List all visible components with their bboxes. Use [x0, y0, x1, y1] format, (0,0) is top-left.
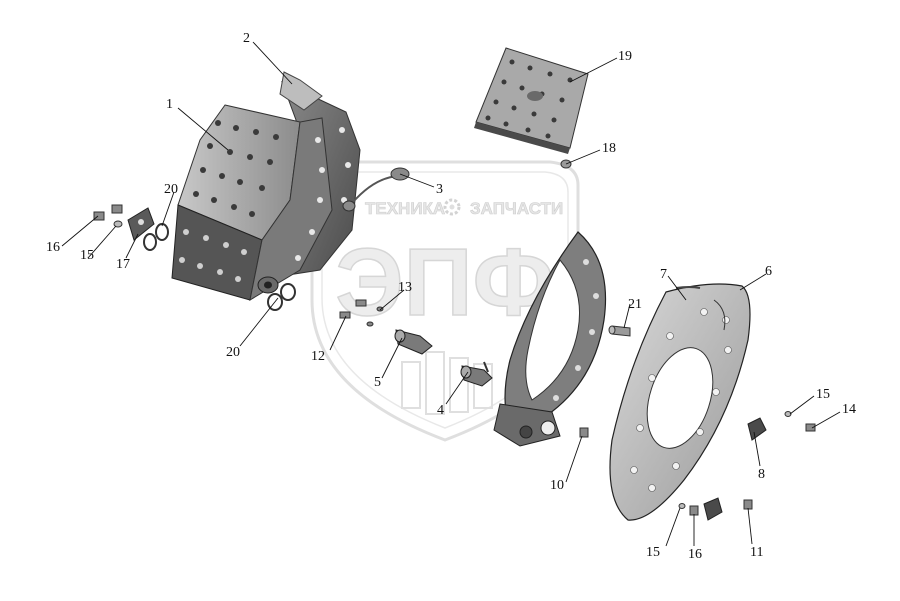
- part-7-gasket: [675, 286, 701, 289]
- callout-3: 3: [436, 182, 443, 197]
- watermark-logo: ТЕХНИКА ЗАПЧАСТИ ЭПФ: [310, 160, 580, 442]
- part-1-brake-shoe-assembly: [171, 71, 361, 302]
- callout-14: 14: [842, 402, 856, 417]
- callout-8: 8: [758, 467, 765, 482]
- callout-12: 12: [311, 349, 325, 364]
- callout-18: 18: [602, 141, 616, 156]
- part-15-washer-left: [113, 220, 123, 228]
- part-20-o-rings-lower: [267, 283, 296, 311]
- callout-11: 11: [750, 545, 763, 560]
- watermark-text-left: ТЕХНИКА: [365, 199, 445, 218]
- part-8-clip: [747, 417, 767, 441]
- part-16-bolt-left: [93, 204, 123, 221]
- callout-2: 2: [243, 31, 250, 46]
- watermark-wheat-emblem: [401, 351, 493, 415]
- callout-20-upper: 20: [164, 182, 178, 197]
- part-20-o-rings-left: [143, 223, 169, 251]
- watermark-monogram: ЭПФ: [335, 229, 554, 336]
- part-15-washer-right-upper: [784, 411, 792, 417]
- callout-15-right: 15: [816, 387, 830, 402]
- callout-5: 5: [374, 375, 381, 390]
- brake-spider-anchor: [493, 231, 607, 447]
- callout-6: 6: [765, 264, 772, 279]
- callout-16-bottom: 16: [688, 547, 702, 562]
- callout-15-bottom: 15: [646, 545, 660, 560]
- part-6-dust-shield: [609, 283, 751, 521]
- callout-labels: 1 2 3 4 5 6 7 8 10 11 12 13 14 15 15 15 …: [46, 31, 856, 562]
- part-17-cover-plate: [127, 207, 155, 241]
- part-4-bushing: [460, 361, 493, 387]
- callout-21: 21: [628, 297, 642, 312]
- callout-13: 13: [398, 280, 412, 295]
- callout-7: 7: [660, 267, 667, 282]
- callout-20-lower: 20: [226, 345, 240, 360]
- callout-10: 10: [550, 478, 564, 493]
- watermark-text-right: ЗАПЧАСТИ: [470, 199, 563, 218]
- part-11-nut: [743, 499, 753, 510]
- callout-19: 19: [618, 49, 632, 64]
- part-19-brake-lining-pad: [474, 47, 589, 154]
- callout-17: 17: [116, 257, 130, 272]
- part-5-bushing: [394, 329, 433, 355]
- leader-lines: [61, 41, 841, 547]
- part-16-bolt-bottom: [689, 497, 723, 521]
- callout-1: 1: [166, 97, 173, 112]
- part-14-bolt: [805, 423, 816, 432]
- part-13-pin: [366, 306, 384, 327]
- part-10-nut: [579, 427, 589, 438]
- callout-16-left: 16: [46, 240, 60, 255]
- callout-15-left: 15: [80, 248, 94, 263]
- callout-4: 4: [437, 403, 444, 418]
- gear-icon: [443, 198, 461, 216]
- part-21-pin: [608, 325, 631, 337]
- part-15-washer-bottom: [678, 503, 686, 509]
